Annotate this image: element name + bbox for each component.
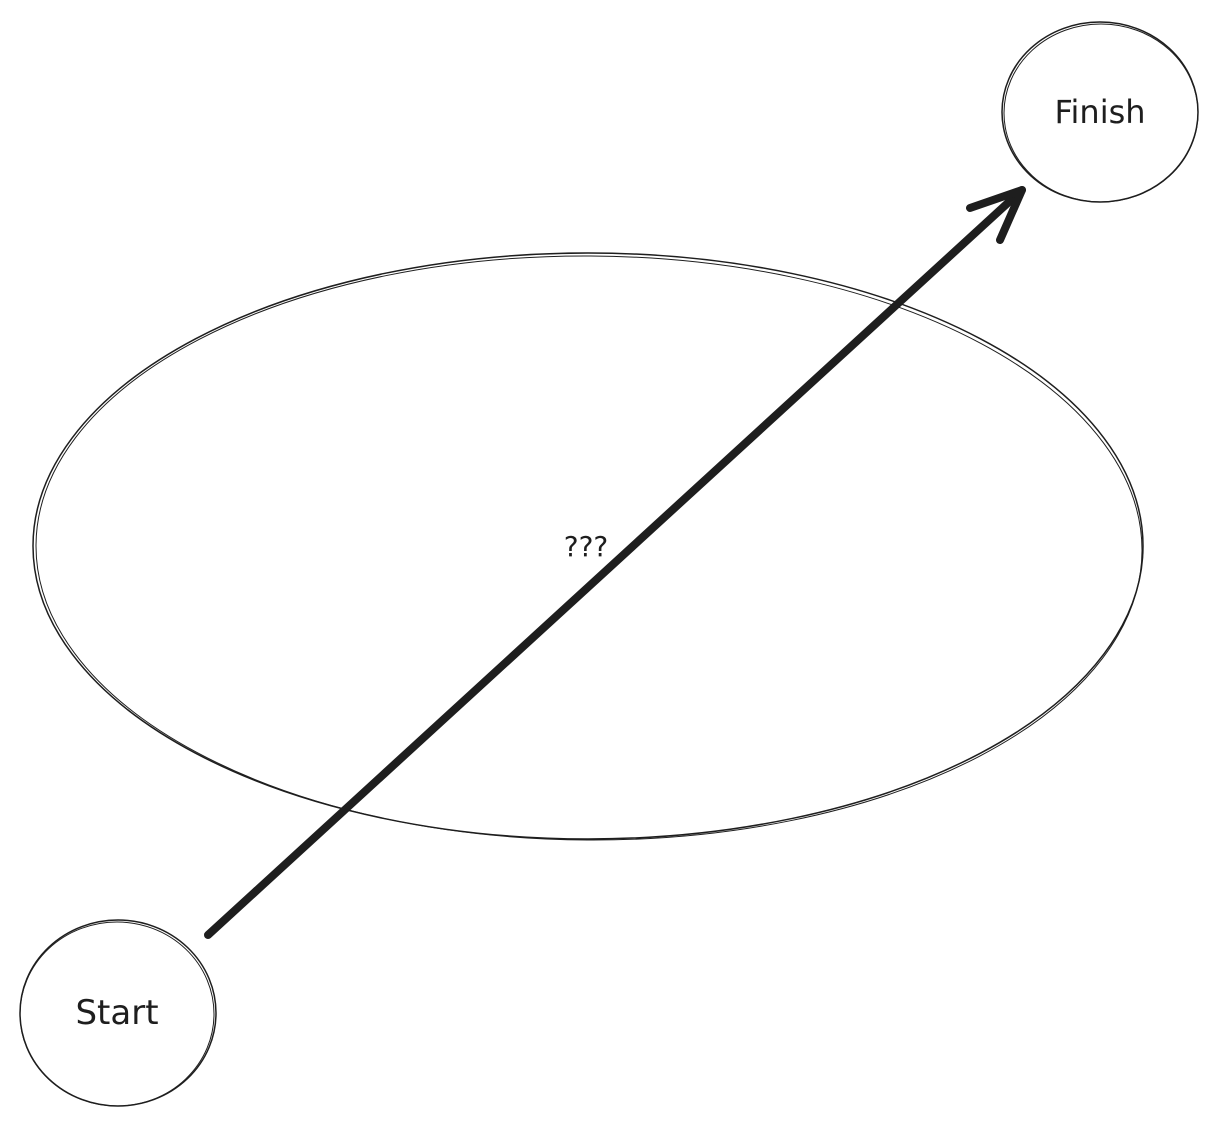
unknown-region-ellipse[interactable]: [32, 252, 1144, 840]
start-label: Start: [75, 993, 158, 1033]
finish-label: Finish: [1054, 93, 1145, 131]
connector-arrow[interactable]: [204, 186, 1026, 939]
unknown-label: ???: [564, 530, 609, 563]
